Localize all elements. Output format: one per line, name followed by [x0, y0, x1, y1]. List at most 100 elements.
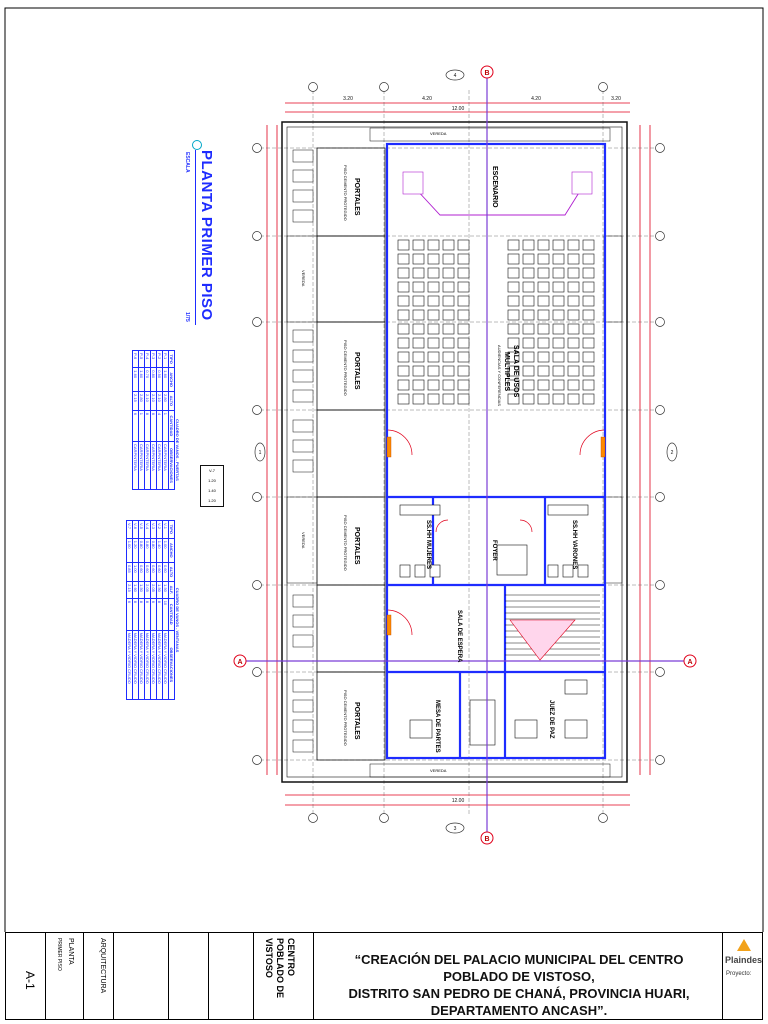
- vereda-label-2: VEREDA: [301, 532, 306, 549]
- project-line-3: DEPARTAMENTO ANCASH”.: [430, 1003, 608, 1018]
- table-cell: 0.70: [144, 367, 151, 392]
- seat: [427, 281, 440, 293]
- legend-code: V-7: [208, 468, 215, 473]
- dim-top-2: 4.20: [422, 96, 432, 102]
- vereda-label-1: VEREDA: [301, 270, 306, 287]
- portales-1-sub: PISO CEMENTO PROTEGIDO: [343, 165, 348, 221]
- seat: [522, 393, 535, 405]
- table-cell: 0.80: [138, 538, 145, 563]
- seat: [522, 351, 535, 363]
- table-cell: 0.60: [150, 562, 157, 582]
- floor-plan: B B A A 4 3 1 2 3.20 4.20 4.20 3.20 12.0…: [4, 7, 764, 1017]
- vereda-label-top: VEREDA: [430, 131, 447, 136]
- table-cell: 1.40: [156, 538, 163, 563]
- table-cell: 8: [144, 410, 151, 442]
- seat: [552, 351, 565, 363]
- table-cell: 1.00: [132, 562, 139, 582]
- seat: [442, 337, 455, 349]
- tb-location-cell: [209, 933, 254, 1019]
- seat: [567, 267, 580, 279]
- seat: [457, 365, 470, 377]
- table-cell: 1.00: [162, 538, 169, 563]
- table-header: CANTIDAD: [168, 410, 175, 442]
- seat: [397, 267, 410, 279]
- seat: [457, 337, 470, 349]
- room-juez-paz: JUEZ DE PAZ: [548, 700, 554, 739]
- table-cell: 1.60: [162, 367, 169, 392]
- seat: [522, 253, 535, 265]
- seat: [552, 379, 565, 391]
- section-a-left: A: [237, 659, 242, 666]
- seat: [442, 365, 455, 377]
- seat: [567, 323, 580, 335]
- seat: [442, 323, 455, 335]
- table-cell: V-1: [162, 520, 169, 539]
- section-b-bottom: B: [484, 836, 489, 843]
- seat: [397, 337, 410, 349]
- seat: [412, 323, 425, 335]
- table-cell: 1.50: [138, 581, 145, 599]
- seat: [537, 281, 550, 293]
- table-cell: V-4: [144, 520, 151, 539]
- seat: [427, 365, 440, 377]
- seat: [397, 281, 410, 293]
- seat: [582, 253, 595, 265]
- seat: [412, 281, 425, 293]
- seat: [552, 365, 565, 377]
- seat: [567, 379, 580, 391]
- seat: [412, 393, 425, 405]
- table-cell: MADERA Y VIDRIO CRUDO: [132, 630, 139, 700]
- seat: [552, 309, 565, 321]
- room-escenario: ESCENARIO: [491, 166, 498, 208]
- table-cell: CARPINTERIA: [138, 441, 145, 490]
- seat: [412, 239, 425, 251]
- table-cell: 6: [150, 598, 157, 631]
- dim-total-top: 12.00: [452, 106, 465, 112]
- table-cell: 6: [126, 598, 133, 631]
- project-label: Proyecto:: [726, 971, 752, 977]
- seat: [507, 393, 520, 405]
- seat: [442, 379, 455, 391]
- table-header: OBSERVACIONES: [168, 441, 175, 490]
- room-sala-usos-2: MULTIPLES: [503, 352, 510, 392]
- seat: [552, 239, 565, 251]
- project-title: “CREACIÓN DEL PALACIO MUNICIPAL DEL CENT…: [324, 951, 714, 1019]
- seat: [427, 239, 440, 251]
- table-cell: 1.60: [132, 581, 139, 599]
- room-sala-usos-1: SALA DE USOS: [512, 345, 519, 398]
- seat: [507, 323, 520, 335]
- seat: [522, 379, 535, 391]
- table-header: ALTO: [168, 391, 175, 411]
- doors: [387, 429, 605, 636]
- seat: [567, 351, 580, 363]
- project-line-1: “CREACIÓN DEL PALACIO MUNICIPAL DEL CENT…: [354, 952, 684, 984]
- table-cell: CARPINTERIA: [150, 441, 157, 490]
- table-cell: P-1: [162, 350, 169, 368]
- table-cell: 1.60: [132, 367, 139, 392]
- seat: [442, 295, 455, 307]
- table-cell: 0.80: [150, 538, 157, 563]
- table-cell: 1.60: [138, 367, 145, 392]
- table-cell: CARPINTERIA: [156, 441, 163, 490]
- legend-v1: 1.20: [208, 478, 216, 483]
- room-sala-usos-sub: AUDIENCIAS Y CONFERENCIAS: [497, 345, 502, 406]
- portales-3: PORTALES: [353, 527, 360, 565]
- place-2: POBLADO DE: [275, 938, 285, 999]
- table-cell: 1.00: [126, 538, 133, 563]
- table-cell: 0.80: [150, 367, 157, 392]
- legend-v3: 1.20: [208, 498, 216, 503]
- room-sala-espera: SALA DE ESPERA: [456, 610, 462, 663]
- room-ss-varones: SS.HH VARONES: [571, 520, 577, 570]
- seat: [397, 323, 410, 335]
- seat: [537, 379, 550, 391]
- table-cell: MADERA Y VIDRIO CRUDO: [126, 630, 133, 700]
- portales-3-sub: PISO CEMENTO PROTEGIDO: [343, 515, 348, 571]
- seat: [412, 379, 425, 391]
- seat: [582, 323, 595, 335]
